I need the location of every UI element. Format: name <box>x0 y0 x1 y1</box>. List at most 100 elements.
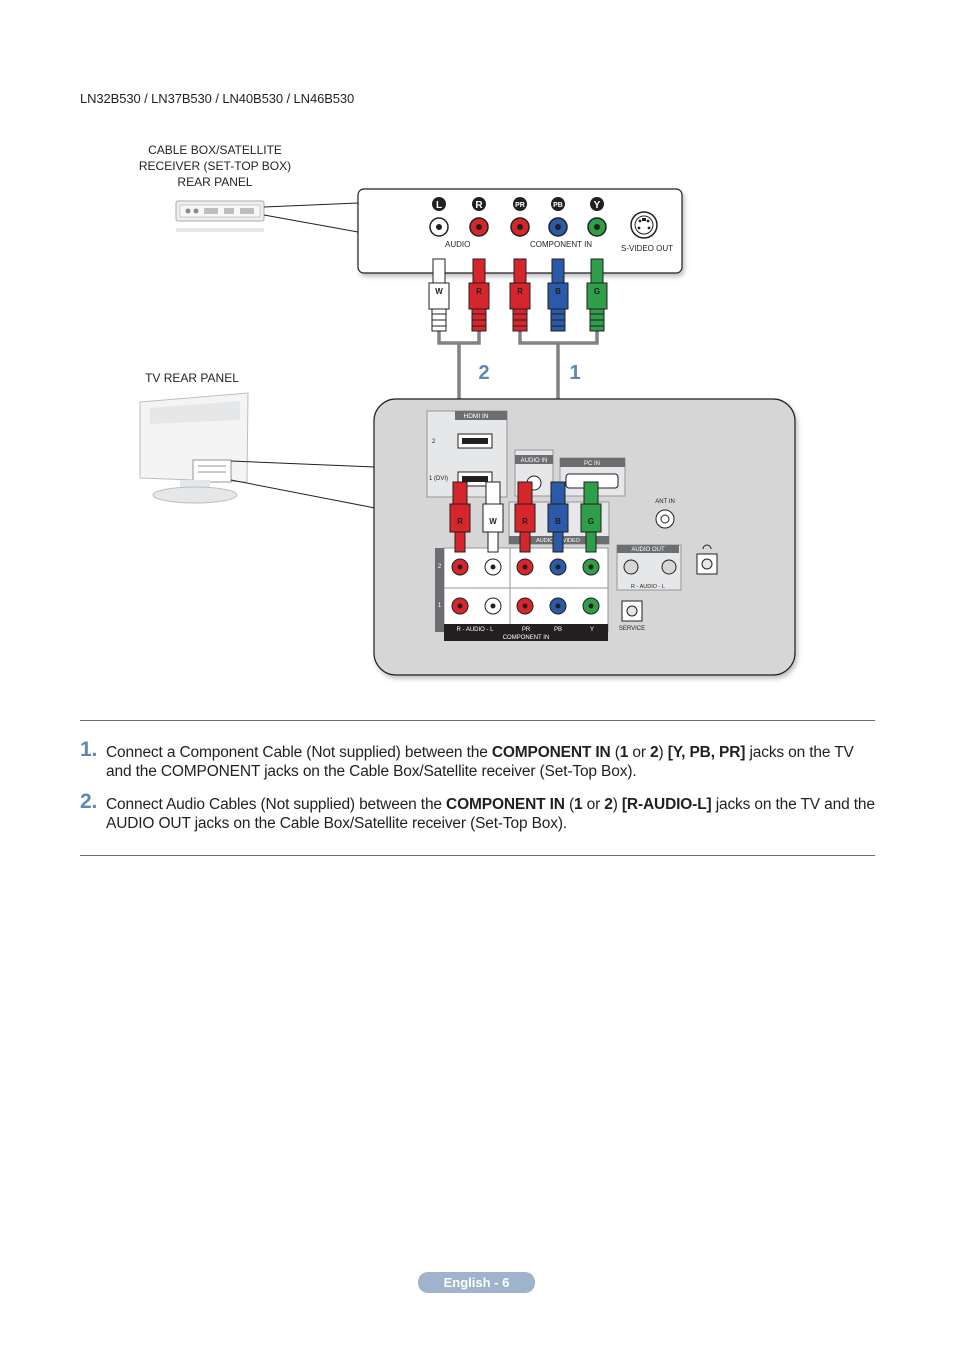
step-2-run: 2 <box>604 796 613 813</box>
component-y-label: Y <box>590 627 594 633</box>
audio-out-label: AUDIO OUT <box>631 547 665 553</box>
ant-in-label: ANT IN <box>655 499 675 505</box>
svideo-jack-icon <box>630 211 658 239</box>
plug-red-pr-tv-icon: R <box>514 481 536 553</box>
step-1-run: 1 <box>619 744 629 761</box>
cable-number-1: 1 <box>569 362 580 384</box>
box-audio-label: AUDIO <box>445 240 470 249</box>
cable-number-2: 2 <box>478 362 489 384</box>
step-1-run: ) <box>658 744 668 761</box>
step-2-run: ) <box>612 796 622 813</box>
step-2-run: Connect Audio Cables (Not supplied) betw… <box>106 796 447 813</box>
step-2-run: [R-AUDIO-L] <box>621 796 712 813</box>
ant-in-jack-icon <box>655 509 675 529</box>
step-1-run: COMPONENT IN <box>491 744 611 761</box>
service-port-icon <box>621 600 643 622</box>
svg-text:Y: Y <box>594 200 601 211</box>
svg-text:W: W <box>435 287 443 296</box>
box-component-label: COMPONENT IN <box>530 240 592 249</box>
box-jack-pr-icon <box>510 217 530 237</box>
tv-image <box>139 392 249 504</box>
jack-badge-pb-icon: PB <box>551 197 565 211</box>
plug-white-top-icon: W <box>428 258 450 332</box>
cable-box-label-line3: REAR PANEL <box>177 175 252 189</box>
step-2-run: ( <box>564 796 574 813</box>
connection-diagram: CABLE BOX/SATELLITE RECEIVER (SET-TOP BO… <box>139 143 796 676</box>
set-top-box-image <box>175 200 265 232</box>
box-jack-audio-l-icon <box>429 217 449 237</box>
audio-in-label: AUDIO IN <box>521 458 548 464</box>
svg-text:R: R <box>517 287 523 296</box>
svg-text:R: R <box>522 517 528 526</box>
top-plugs: W R R B G <box>428 258 608 332</box>
svg-text:G: G <box>588 517 594 526</box>
step-1: 1. Connect a Component Cable (Not suppli… <box>80 738 880 781</box>
step-1-run: [Y, PB, PR] <box>667 744 746 761</box>
svg-text:PR: PR <box>515 202 525 209</box>
step-1-number: 1. <box>80 738 98 761</box>
service-label: SERVICE <box>619 626 645 632</box>
component-pr-label: PR <box>522 627 531 633</box>
svg-text:B: B <box>555 517 561 526</box>
component-pb-label: PB <box>554 627 562 633</box>
tv-rear-panel-label: TV REAR PANEL <box>145 371 239 385</box>
step-1-run: Connect a Component Cable (Not supplied)… <box>106 744 492 761</box>
page-number-badge: English - 6 <box>418 1272 535 1293</box>
svg-text:R: R <box>457 517 463 526</box>
jack-badge-r-icon: R <box>472 197 486 211</box>
step-1-run: or <box>628 744 651 761</box>
svg-text:W: W <box>489 517 497 526</box>
step-2-text: Connect Audio Cables (Not supplied) betw… <box>106 795 880 833</box>
tv-rear-panel: HDMI IN 2 1 (DVI) AUDIO IN PC IN AUDIO -… <box>373 398 796 676</box>
step-2-run: or <box>582 796 605 813</box>
box-jack-y-icon <box>587 217 607 237</box>
jack-badge-y-icon: Y <box>590 197 604 211</box>
plug-red-audio-top-icon: R <box>468 258 490 332</box>
audio-out-sub-label: R - AUDIO - L <box>631 584 665 590</box>
step-2-run: 1 <box>573 796 583 813</box>
hdmi-port-2: 2 <box>432 439 436 445</box>
box-jack-audio-r-icon <box>469 217 489 237</box>
plug-red-audio-tv-icon: R <box>449 481 471 553</box>
plug-blue-pb-top-icon: B <box>547 258 569 332</box>
component-row-1: 1 <box>438 603 442 609</box>
svg-text:R: R <box>476 287 482 296</box>
box-svideo-label: S-VIDEO OUT <box>621 244 673 253</box>
cable-box-label-line1: CABLE BOX/SATELLITE <box>148 143 282 157</box>
component-row-2: 2 <box>438 564 442 570</box>
jack-badge-l-icon: L <box>432 197 446 211</box>
jack-badge-pr-icon: PR <box>513 197 527 211</box>
plug-red-pr-top-icon: R <box>509 258 531 332</box>
plug-blue-pb-tv-icon: B <box>547 481 569 553</box>
svg-text:L: L <box>436 200 442 211</box>
cable-box-label-line2: RECEIVER (SET-TOP BOX) <box>139 159 291 173</box>
component-audio-label: R - AUDIO - L <box>456 627 494 633</box>
svg-text:R: R <box>475 200 483 211</box>
hdmi-port-2-icon <box>457 433 493 449</box>
box-jack-pb-icon <box>548 217 568 237</box>
step-1-run: ( <box>610 744 620 761</box>
step-2-run: COMPONENT IN <box>446 796 565 813</box>
step-2-run: jacks on the TV and the AUDIO OUT jacks … <box>106 796 875 832</box>
step-1-run: jacks on the TV and the COMPONENT jacks … <box>106 744 854 780</box>
plug-green-y-top-icon: G <box>586 258 608 332</box>
box-rear-panel: L R PR PB Y AUDIO CO <box>357 188 683 274</box>
step-1-text: Connect a Component Cable (Not supplied)… <box>106 743 880 781</box>
tv-plugs: R W R B G <box>449 481 602 553</box>
hdmi-port-1: 1 (DVI) <box>429 476 448 482</box>
step-2-number: 2. <box>80 790 98 813</box>
top-divider <box>80 720 875 721</box>
svg-text:G: G <box>594 287 600 296</box>
plug-green-y-tv-icon: G <box>580 481 602 553</box>
pc-in-label: PC IN <box>584 461 600 467</box>
svg-text:PB: PB <box>553 202 563 209</box>
step-1-run: 2 <box>650 744 659 761</box>
model-numbers: LN32B530 / LN37B530 / LN40B530 / LN46B53… <box>80 91 355 106</box>
bottom-divider <box>80 855 875 856</box>
svg-text:B: B <box>555 287 561 296</box>
headphone-jack-icon <box>696 544 718 575</box>
step-2: 2. Connect Audio Cables (Not supplied) b… <box>80 790 880 833</box>
plug-white-tv-icon: W <box>482 481 504 553</box>
component-in-label: COMPONENT IN <box>503 635 550 641</box>
hdmi-label: HDMI IN <box>464 413 489 420</box>
